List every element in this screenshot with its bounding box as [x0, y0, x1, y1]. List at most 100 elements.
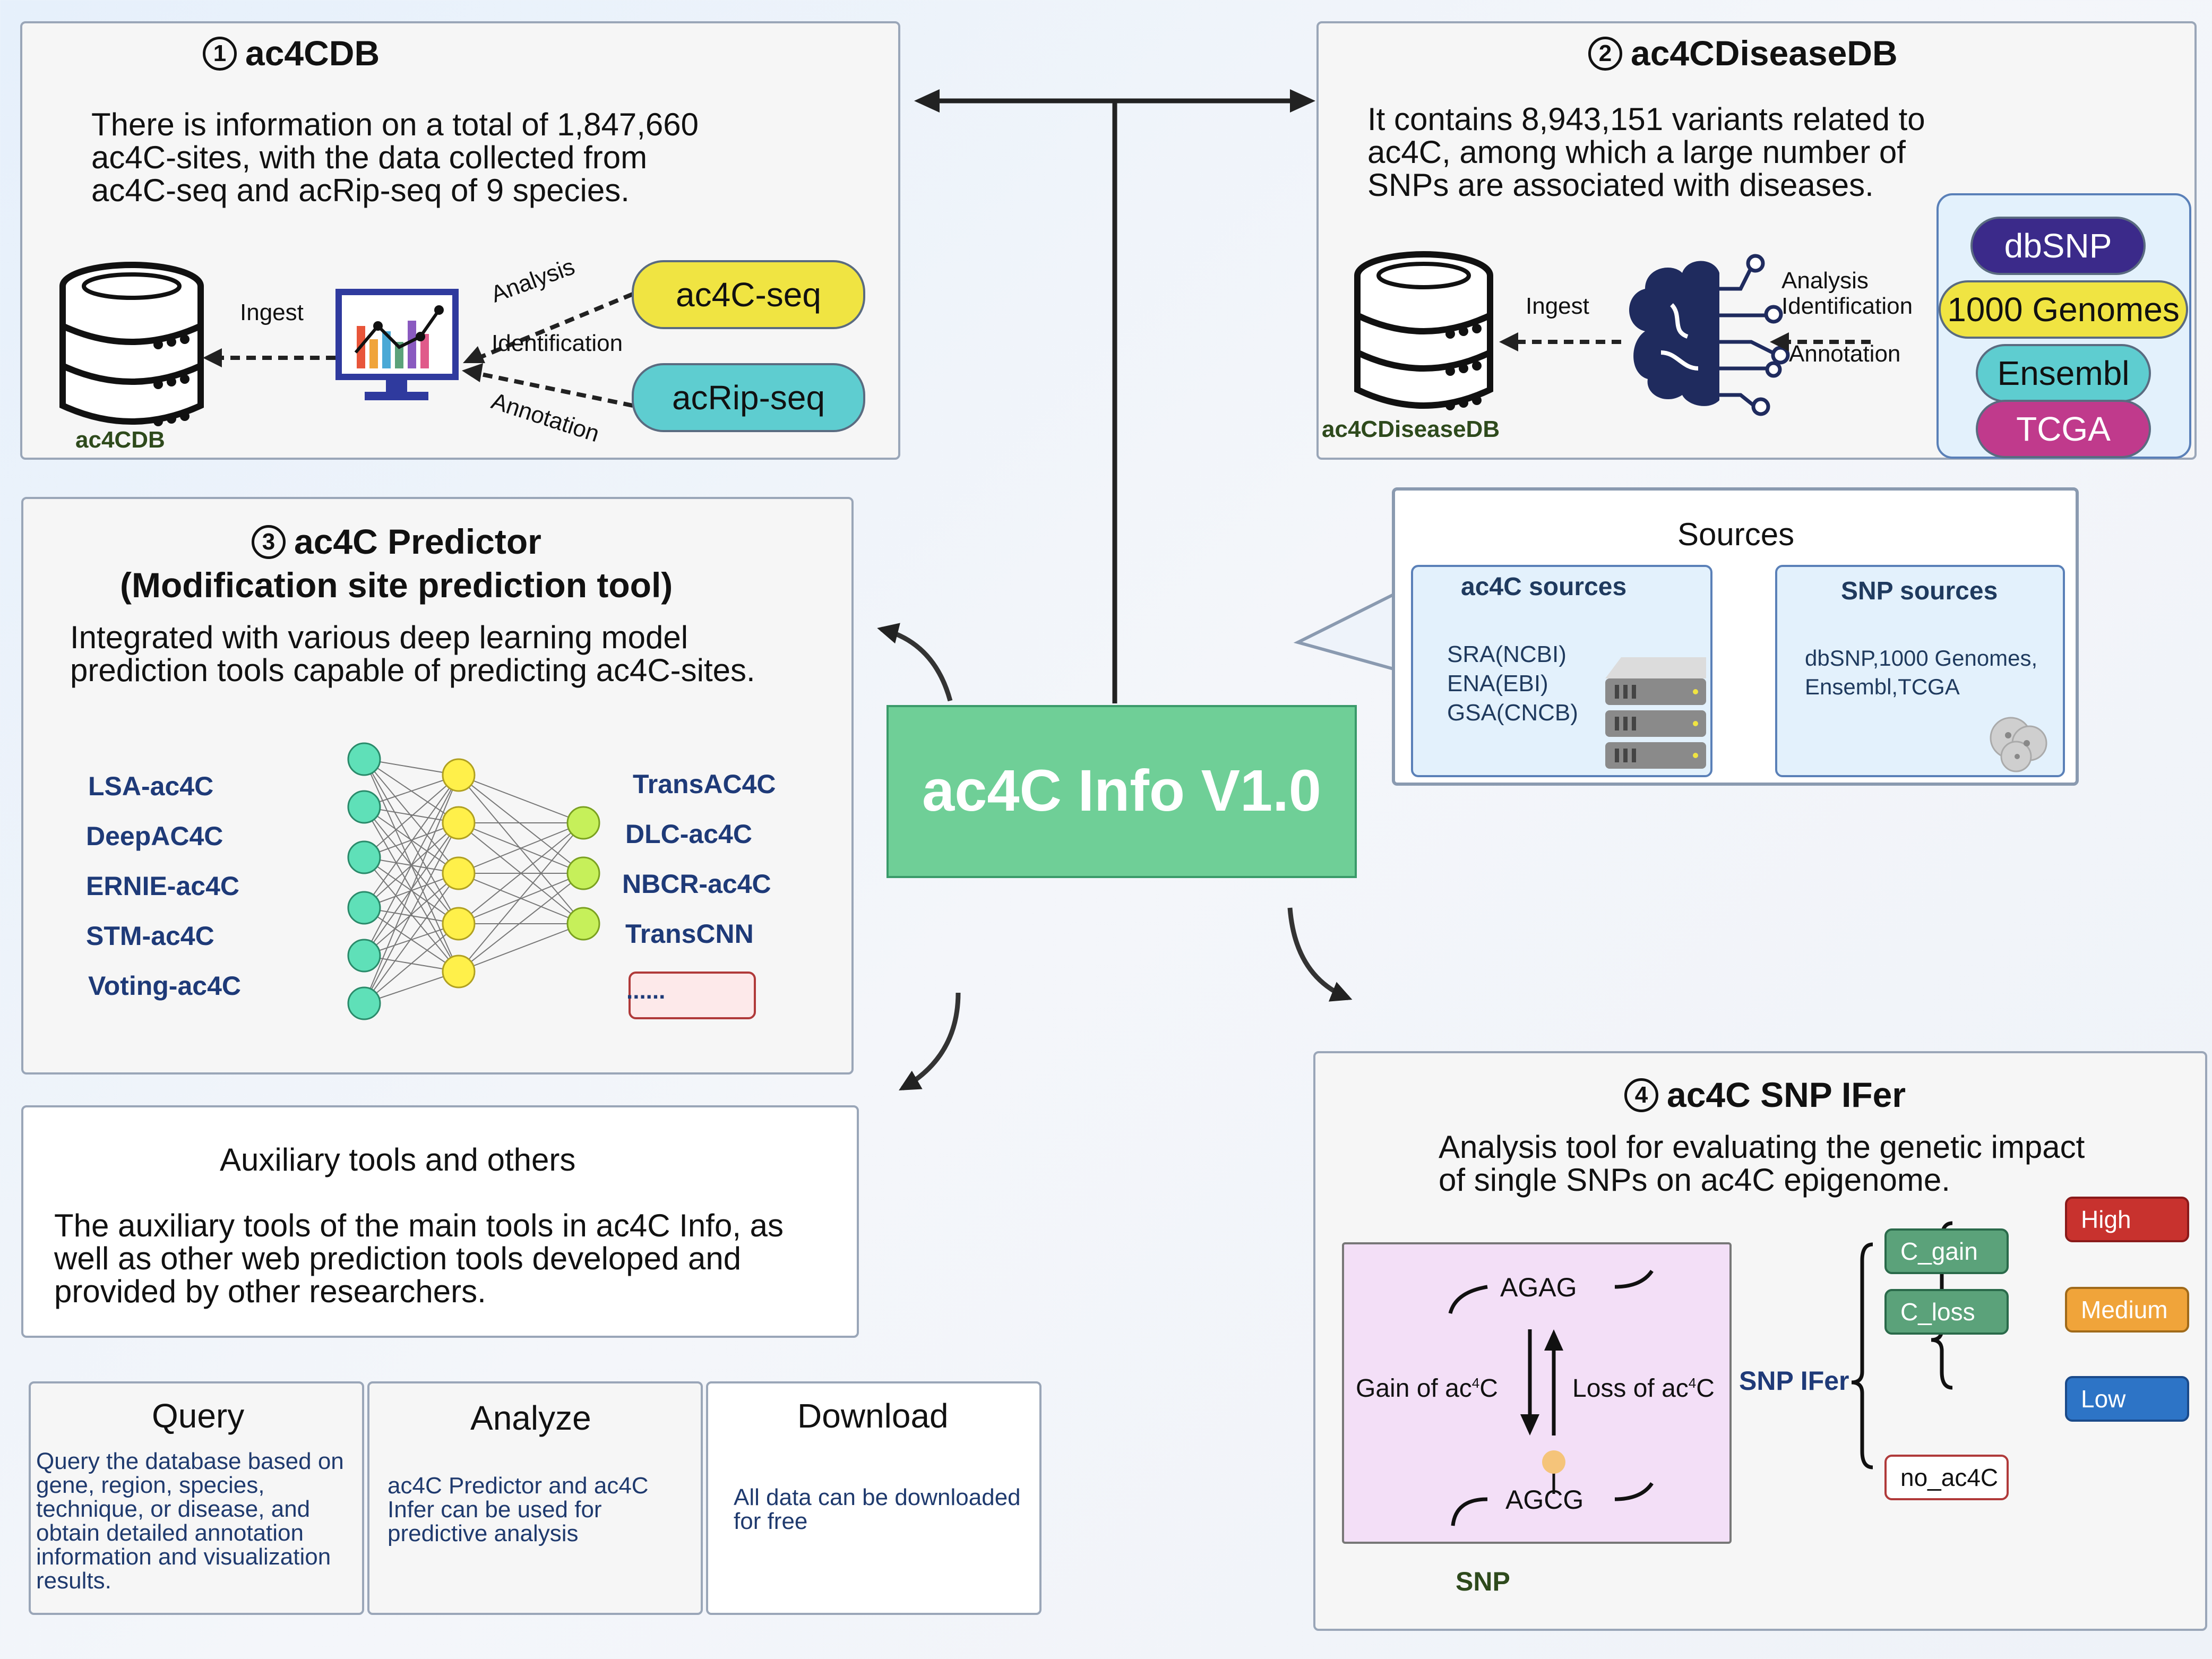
description-line-2: of single SNPs on ac4C epigenome.: [1439, 1162, 1950, 1198]
model-transcnn: TransCNN: [625, 919, 754, 949]
c-loss-tag: C_loss: [1884, 1289, 2009, 1335]
nn-edges: [364, 759, 584, 1004]
panel-sources: Sources ac4C sources SRA(NCBI) ENA(EBI) …: [1392, 487, 2079, 786]
seq-bottom: AGCG: [1505, 1485, 1584, 1515]
card-line-2: for free: [734, 1508, 808, 1534]
model-nbcr-ac4c: NBCR-ac4C: [622, 869, 771, 899]
aux-line-3: provided by other researchers.: [54, 1274, 486, 1309]
curved-arrow-snp: [1287, 907, 1353, 1002]
card-line-1: All data can be downloaded: [734, 1484, 1021, 1510]
model-lsa-ac4c: LSA-ac4C: [88, 771, 214, 801]
aux-line-1: The auxiliary tools of the main tools in…: [54, 1208, 784, 1243]
high-tag: High: [2065, 1197, 2189, 1242]
ac4c-seq-pill: ac4C-seq: [632, 260, 865, 329]
sources-callout: [1293, 593, 1395, 671]
ac4c-source-3: GSA(CNCB): [1447, 700, 1578, 726]
more-models-label: ......: [626, 978, 666, 1004]
card-title: Query: [152, 1397, 245, 1435]
model-voting-ac4c: Voting-ac4C: [88, 971, 241, 1001]
description-line-1: Analysis tool for evaluating the genetic…: [1439, 1129, 2085, 1165]
identification-label: Identification: [1781, 293, 1913, 319]
ac4c-source-2: ENA(EBI): [1447, 671, 1548, 697]
sources-title: Sources: [1677, 517, 1795, 552]
card-query: Query Query the database based on gene, …: [29, 1381, 364, 1615]
database-icon: [59, 262, 204, 426]
1000-genomes-pill: 1000 Genomes: [1939, 280, 2188, 339]
number-badge: 3: [252, 525, 286, 559]
number-badge: 1: [203, 36, 237, 71]
analysis-label: Analysis: [1781, 268, 1869, 294]
more-models-box: ......: [626, 972, 756, 1019]
description-line-2: ac4C, among which a large number of: [1367, 134, 1906, 170]
nn-input-layer: [347, 742, 381, 1020]
nn-output-layer: [566, 806, 600, 941]
db-label: ac4CDiseaseDB: [1322, 416, 1500, 442]
brain-ai-icon: [1629, 254, 1790, 416]
aux-title: Auxiliary tools and others: [220, 1142, 576, 1177]
snp-diagram-box: AGAG AGCG Gain of ac4C Loss of ac4C: [1342, 1242, 1732, 1544]
card-line-3: predictive analysis: [388, 1520, 579, 1546]
ac4c-sources-title: ac4C sources: [1461, 573, 1627, 601]
db-label: ac4CDB: [75, 427, 165, 453]
low-tag: Low: [2065, 1376, 2189, 1422]
ingest-arrow: [203, 348, 335, 367]
snp-diagram-lines: [1448, 1269, 1654, 1526]
snp-sources-box: SNP sources dbSNP,1000 Genomes, Ensembl,…: [1775, 565, 2065, 777]
description-line-2: ac4C-sites, with the data collected from: [91, 140, 648, 175]
arrow-left-head: [914, 89, 940, 113]
chart-monitor-icon: [335, 289, 459, 400]
loss-label: Loss of ac4C: [1572, 1374, 1715, 1403]
server-icon: [1605, 657, 1706, 769]
card-download: Download All data can be downloaded for …: [706, 1381, 1042, 1615]
snp-source-line-2: Ensembl,TCGA: [1805, 674, 1960, 699]
curved-arrow-aux: [899, 992, 961, 1090]
app-title: ac4C Info V1.0: [922, 758, 1321, 823]
model-deepac4c: DeepAC4C: [86, 821, 223, 851]
card-line-2: Infer can be used for: [388, 1497, 602, 1523]
card-analyze: Analyze ac4C Predictor and ac4C Infer ca…: [367, 1381, 703, 1615]
panel-subtitle: (Modification site prediction tool): [120, 565, 673, 605]
analysis-arrows: [462, 292, 634, 408]
curved-arrow-predictor: [877, 623, 953, 702]
model-transac4c: TransAC4C: [633, 769, 776, 799]
aux-line-2: well as other web prediction tools devel…: [54, 1241, 742, 1276]
seq-top: AGAG: [1500, 1273, 1577, 1302]
acrip-seq-pill: acRip-seq: [632, 363, 865, 432]
c-gain-tag: C_gain: [1884, 1228, 2009, 1274]
number-badge: 2: [1588, 36, 1622, 71]
card-line-1: ac4C Predictor and ac4C: [388, 1473, 649, 1499]
card-line-6: results.: [36, 1568, 111, 1594]
source-db-box: dbSNP 1000 Genomes Ensembl TCGA: [1936, 193, 2191, 459]
model-ernie-ac4c: ERNIE-ac4C: [86, 871, 239, 901]
description-line-3: SNPs are associated with diseases.: [1367, 167, 1874, 203]
center-app-box: ac4C Info V1.0: [886, 705, 1357, 878]
card-title: Download: [797, 1397, 949, 1435]
card-title: Analyze: [470, 1399, 591, 1437]
virus-cluster-icon: [1990, 717, 2047, 772]
annotation-label: Annotation: [1789, 341, 1901, 367]
identification-label: Identification: [492, 330, 623, 356]
snp-source-line-1: dbSNP,1000 Genomes,: [1805, 646, 2038, 671]
tcga-pill: TCGA: [1976, 400, 2151, 458]
database-icon: [1354, 251, 1493, 410]
snp-ifer-label: SNP IFer: [1739, 1366, 1849, 1396]
description-line-1: There is information on a total of 1,847…: [91, 107, 699, 142]
no-ac4c-tag: no_ac4C: [1884, 1455, 2009, 1500]
description-line-3: ac4C-seq and acRip-seq of 9 species.: [91, 173, 630, 208]
card-line-1: Query the database based on: [36, 1448, 344, 1474]
card-line-5: information and visualization: [36, 1544, 331, 1570]
neural-network-icon: [347, 742, 600, 1020]
arrow-right-head: [1290, 89, 1315, 113]
snp-marker: [1542, 1450, 1565, 1474]
snp-label: SNP: [1456, 1567, 1510, 1596]
medium-tag: Medium: [2065, 1287, 2189, 1333]
ac4c-sources-box: ac4C sources SRA(NCBI) ENA(EBI) GSA(CNCB…: [1411, 565, 1712, 777]
